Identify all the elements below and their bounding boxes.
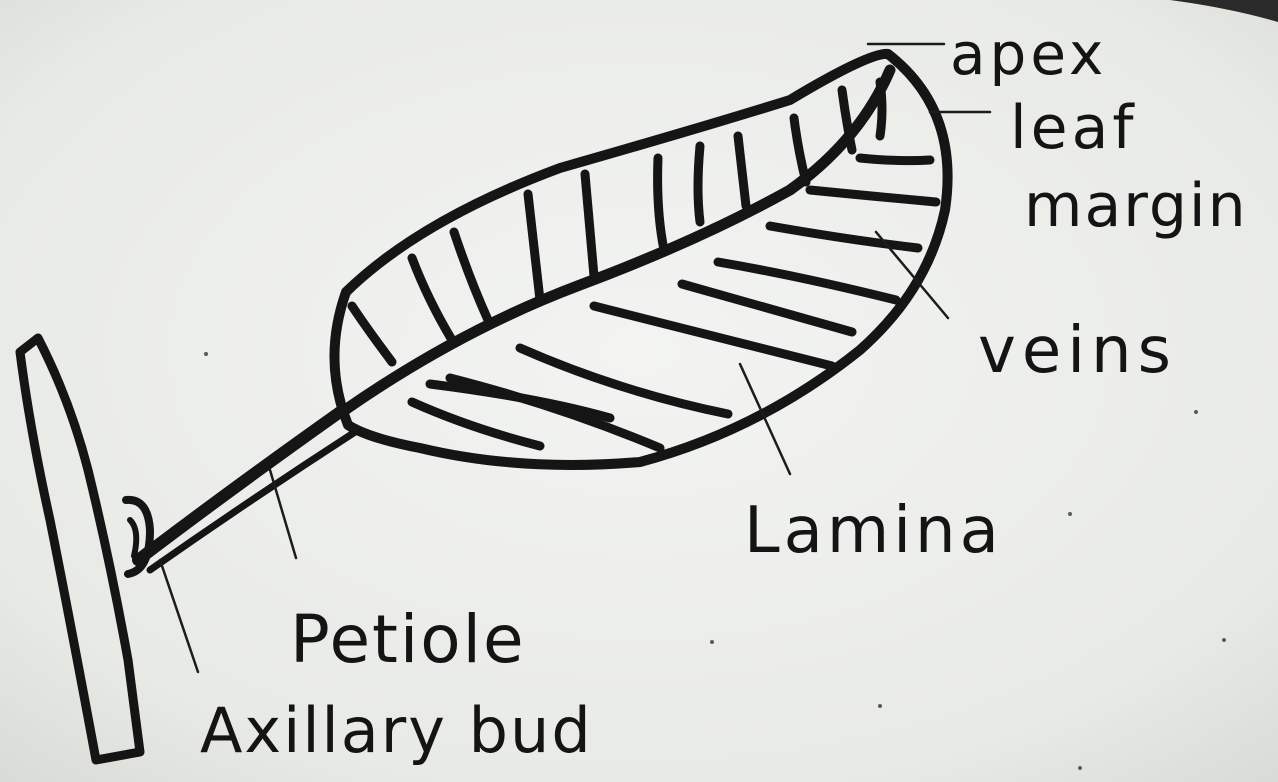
- veins-label: veins: [978, 314, 1177, 388]
- apex-label: apex: [950, 20, 1107, 88]
- lamina-label: Lamina: [744, 494, 1003, 568]
- petiole-label: Petiole: [290, 601, 526, 678]
- leaf-margin-label-line1: leaf: [1010, 93, 1137, 163]
- leaf-margin-label-line2: margin: [1024, 171, 1248, 241]
- axillary-bud-label: Axillary bud: [200, 694, 593, 767]
